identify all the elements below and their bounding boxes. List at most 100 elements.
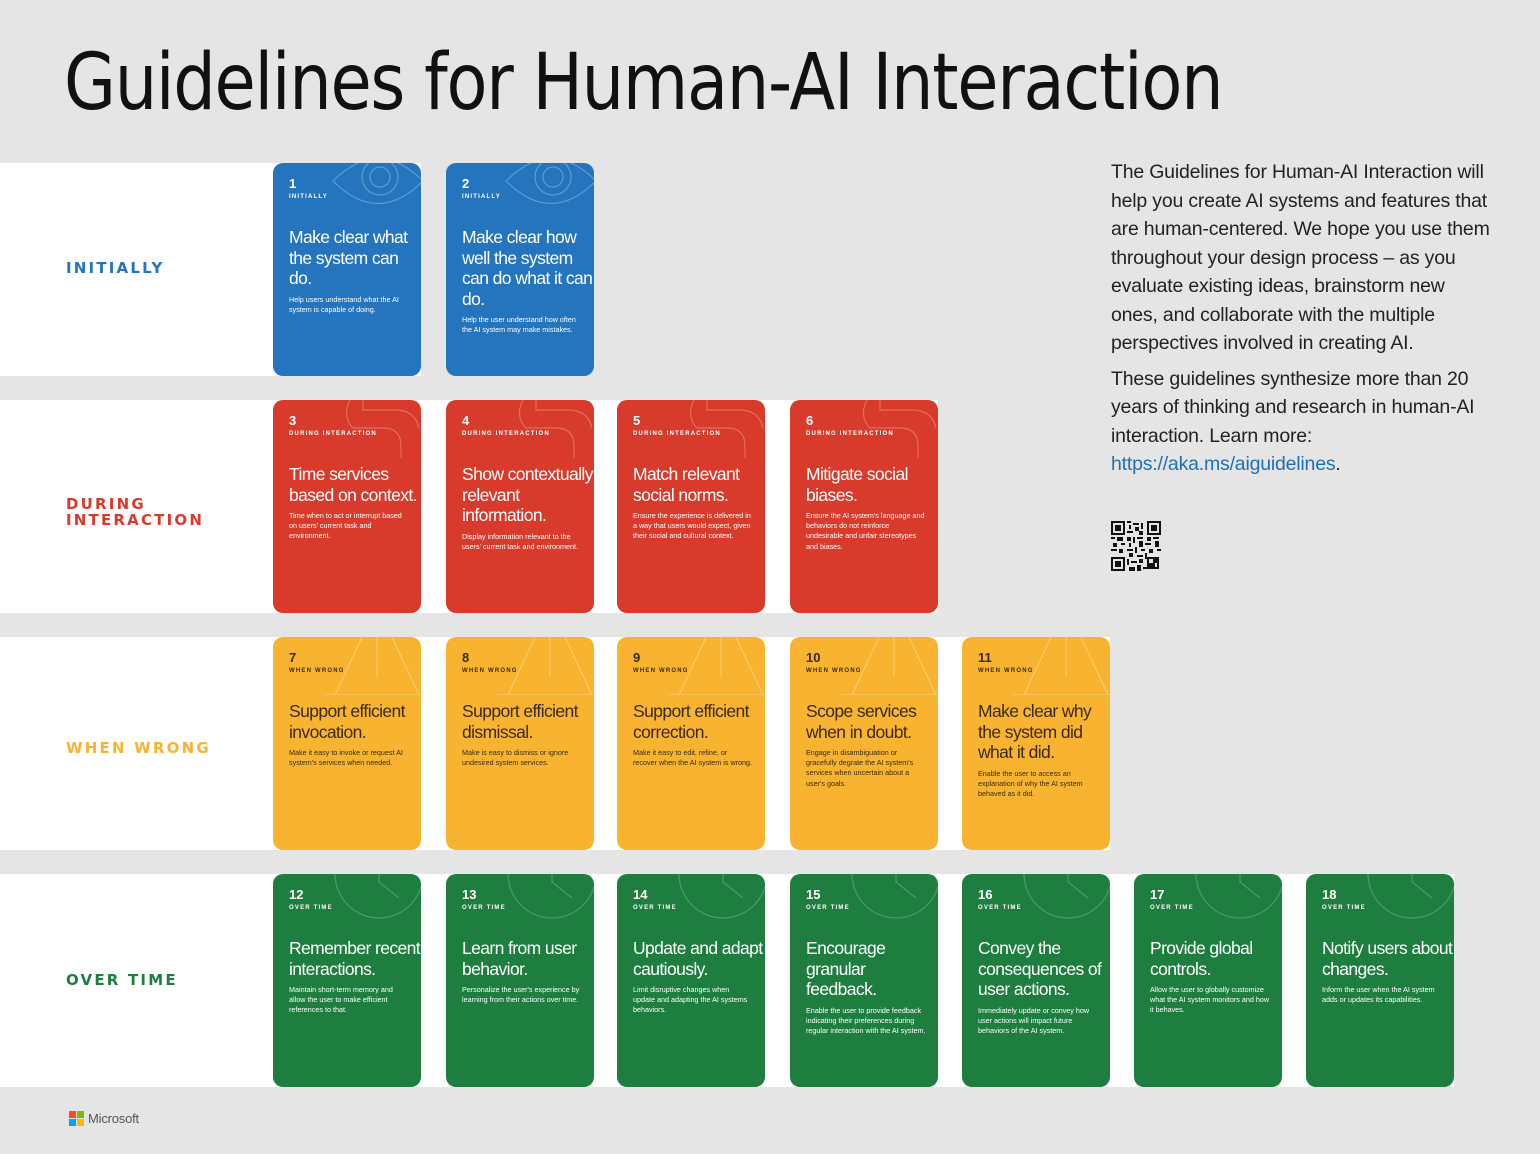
microsoft-logo: Microsoft: [69, 1111, 139, 1126]
card-description: Engage in disambiguation or gracefully d…: [806, 748, 914, 788]
warning-triangle-icon: [840, 637, 938, 695]
card-description: Ensure the experience is delivered in a …: [633, 511, 751, 541]
card-description: Make is easy to dismiss or ignore undesi…: [462, 748, 569, 768]
card-number: 4: [462, 413, 470, 428]
guideline-card-15[interactable]: 15 OVER TIME Encourage granular feedback…: [790, 874, 938, 1087]
card-number: 10: [806, 650, 821, 665]
card-headline: Notify users about changes.: [1322, 938, 1453, 979]
card-number: 14: [633, 887, 648, 902]
warning-triangle-icon: [1012, 637, 1110, 695]
intro-text: The Guidelines for Human-AI Interaction …: [1111, 158, 1491, 486]
guideline-card-18[interactable]: 18 OVER TIME Notify users about changes.…: [1306, 874, 1454, 1087]
guideline-card-4[interactable]: 4 DURING INTERACTION Show contextually r…: [446, 400, 594, 613]
card-category: WHEN WRONG: [462, 668, 518, 674]
card-number: 11: [978, 650, 992, 665]
clock-icon: [1356, 874, 1454, 932]
card-number: 5: [633, 413, 641, 428]
card-number: 2: [462, 176, 470, 191]
card-number: 8: [462, 650, 470, 665]
clock-icon: [323, 874, 421, 932]
row-label-text: INITIALLY: [66, 259, 165, 277]
clock-icon: [1012, 874, 1110, 932]
guideline-card-13[interactable]: 13 OVER TIME Learn from user behavior. P…: [446, 874, 594, 1087]
guideline-card-10[interactable]: 10 WHEN WRONG Scope services when in dou…: [790, 637, 938, 850]
card-headline: Update and adapt cautiously.: [633, 938, 763, 979]
card-category: DURING INTERACTION: [289, 431, 377, 437]
card-category: OVER TIME: [462, 905, 506, 911]
guideline-card-3[interactable]: 3 DURING INTERACTION Time services based…: [273, 400, 421, 613]
card-number: 18: [1322, 887, 1337, 902]
card-description: Help the user understand how often the A…: [462, 315, 576, 335]
intro-paragraph-1: The Guidelines for Human-AI Interaction …: [1111, 161, 1490, 354]
card-headline: Make clear why the system did what it di…: [978, 701, 1092, 762]
guideline-card-6[interactable]: 6 DURING INTERACTION Mitigate social bia…: [790, 400, 938, 613]
hook-icon: [496, 400, 594, 458]
row-label-during-interaction: DURING INTERACTION: [66, 496, 204, 528]
card-category: OVER TIME: [806, 905, 850, 911]
brand-name: Microsoft: [88, 1111, 139, 1126]
guideline-card-1[interactable]: 1 INITIALLY Make clear what the system c…: [273, 163, 421, 376]
card-category: OVER TIME: [1150, 905, 1194, 911]
page-title: Guidelines for Human-AI Interaction: [64, 38, 1224, 128]
guideline-card-17[interactable]: 17 OVER TIME Provide global controls. Al…: [1134, 874, 1282, 1087]
guideline-card-7[interactable]: 7 WHEN WRONG Support efficient invocatio…: [273, 637, 421, 850]
warning-triangle-icon: [496, 637, 594, 695]
row-label-text: OVER TIME: [66, 971, 178, 989]
card-description: Make it easy to invoke or request AI sys…: [289, 748, 403, 768]
guideline-card-2[interactable]: 2 INITIALLY Make clear how well the syst…: [446, 163, 594, 376]
card-category: WHEN WRONG: [806, 668, 862, 674]
clock-icon: [840, 874, 938, 932]
card-number: 7: [289, 650, 297, 665]
card-headline: Scope services when in doubt.: [806, 701, 917, 742]
guideline-card-5[interactable]: 5 DURING INTERACTION Match relevant soci…: [617, 400, 765, 613]
card-description: Make it easy to edit, refine, or recover…: [633, 748, 753, 768]
card-headline: Convey the consequences of user actions.: [978, 938, 1102, 999]
learn-more-link[interactable]: https://aka.ms/aiguidelines: [1111, 453, 1336, 475]
card-headline: Time services based on context.: [289, 464, 418, 505]
card-description: Time when to act or interrupt based on u…: [289, 511, 402, 541]
card-number: 6: [806, 413, 814, 428]
row-label-over-time: OVER TIME: [66, 972, 178, 988]
card-category: WHEN WRONG: [633, 668, 689, 674]
card-number: 17: [1150, 887, 1165, 902]
row-label-text: WHEN WRONG: [66, 739, 211, 757]
guideline-card-8[interactable]: 8 WHEN WRONG Support efficient dismissal…: [446, 637, 594, 850]
guideline-card-12[interactable]: 12 OVER TIME Remember recent interaction…: [273, 874, 421, 1087]
intro-paragraph-2-text: These guidelines synthesize more than 20…: [1111, 367, 1475, 447]
warning-triangle-icon: [323, 637, 421, 695]
card-number: 3: [289, 413, 297, 428]
guideline-card-14[interactable]: 14 OVER TIME Update and adapt cautiously…: [617, 874, 765, 1087]
row-label-initially: INITIALLY: [66, 260, 165, 276]
card-number: 1: [289, 176, 297, 191]
guideline-card-11[interactable]: 11 WHEN WRONG Make clear why the system …: [962, 637, 1110, 850]
card-category: OVER TIME: [289, 905, 333, 911]
guideline-card-9[interactable]: 9 WHEN WRONG Support efficient correctio…: [617, 637, 765, 850]
card-description: Allow the user to globally customize wha…: [1150, 985, 1270, 1015]
row-label-when-wrong: WHEN WRONG: [66, 740, 211, 756]
clock-icon: [667, 874, 765, 932]
card-description: Enable the user to access an explanation…: [978, 768, 1083, 798]
card-headline: Remember recent interactions.: [289, 938, 421, 979]
qr-code-icon[interactable]: [1111, 521, 1161, 571]
card-description: Maintain short-term memory and allow the…: [289, 985, 393, 1015]
card-number: 12: [289, 887, 304, 902]
eye-icon: [323, 163, 421, 221]
card-description: Enable the user to provide feedback indi…: [806, 1005, 926, 1035]
microsoft-logo-icon: [69, 1111, 84, 1126]
card-category: DURING INTERACTION: [633, 431, 721, 437]
card-description: Inform the user when the AI system adds …: [1322, 985, 1435, 1005]
card-description: Help users understand what the AI system…: [289, 294, 399, 314]
card-category: OVER TIME: [978, 905, 1022, 911]
intro-paragraph-2: These guidelines synthesize more than 20…: [1111, 365, 1491, 479]
card-number: 16: [978, 887, 993, 902]
card-headline: Learn from user behavior.: [462, 938, 577, 979]
card-headline: Mitigate social biases.: [806, 464, 908, 505]
card-category: INITIALLY: [289, 194, 328, 200]
hook-icon: [667, 400, 765, 458]
card-headline: Support efficient invocation.: [289, 701, 406, 742]
card-category: INITIALLY: [462, 194, 501, 200]
card-description: Display information relevant to the user…: [462, 531, 579, 551]
guideline-card-16[interactable]: 16 OVER TIME Convey the consequences of …: [962, 874, 1110, 1087]
link-suffix: .: [1335, 453, 1341, 475]
card-headline: Match relevant social norms.: [633, 464, 740, 505]
